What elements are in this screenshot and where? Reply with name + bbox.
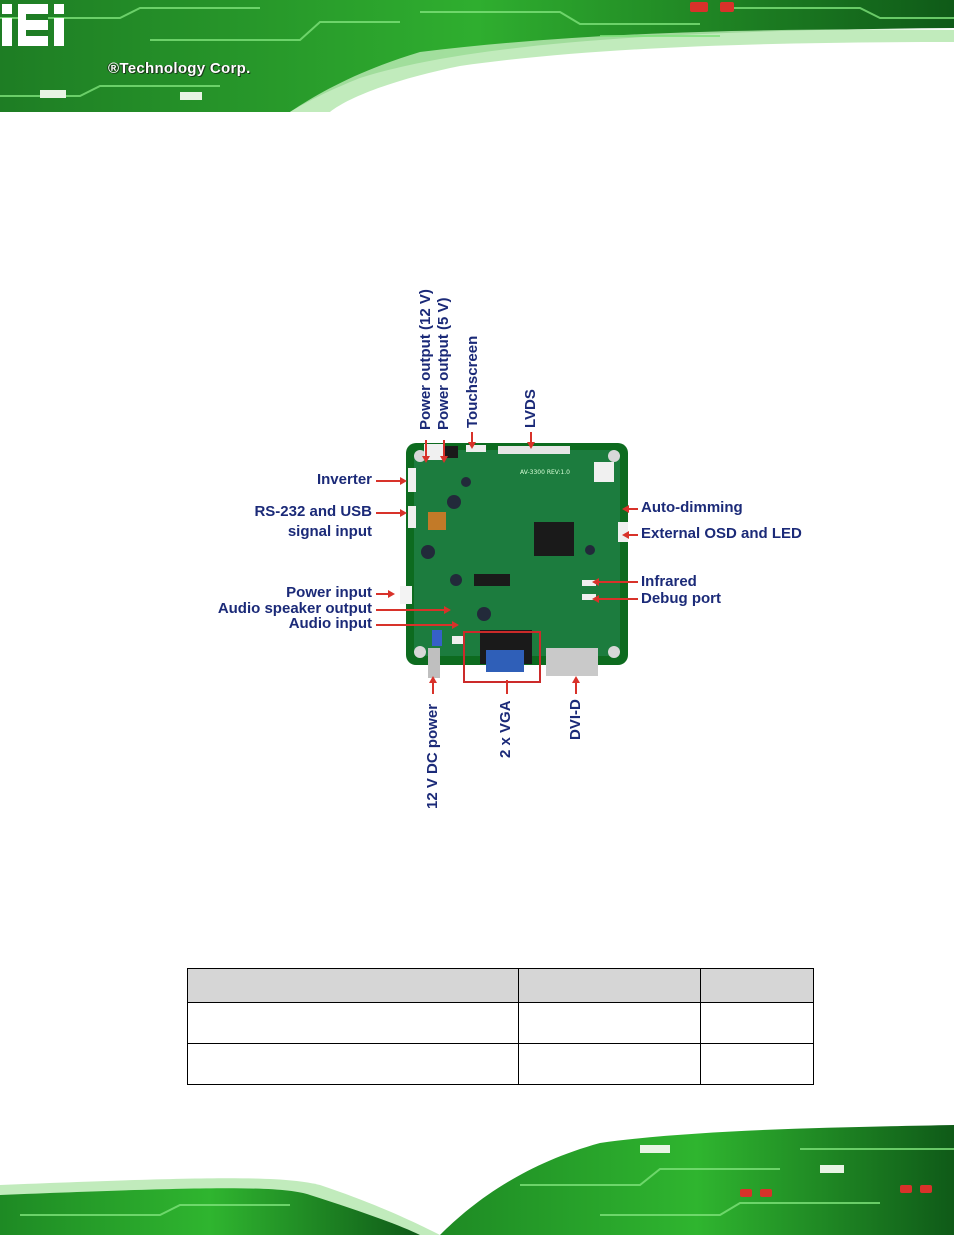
table-row bbox=[186, 1002, 814, 1044]
label-lvds: LVDS bbox=[522, 389, 539, 428]
header-circuit-banner bbox=[0, 0, 954, 112]
label-power-12v: Power output (12 V) bbox=[417, 289, 434, 430]
arrowhead-rs232 bbox=[400, 509, 407, 517]
vga-highlight-box bbox=[463, 631, 541, 683]
label-infrared: Infrared bbox=[641, 573, 697, 590]
brand-name: ®Technology Corp. bbox=[108, 60, 251, 77]
arrowhead-lvds bbox=[527, 442, 535, 449]
arrow-dvi bbox=[575, 682, 577, 694]
label-power-5v: Power output (5 V) bbox=[435, 297, 452, 431]
arrowhead-audio-speaker bbox=[444, 606, 451, 614]
table-cell bbox=[700, 1002, 814, 1044]
table-row bbox=[186, 1043, 814, 1085]
label-touchscreen: Touchscreen bbox=[464, 335, 481, 428]
arrow-power-5v bbox=[443, 440, 445, 458]
table-header-cell bbox=[186, 968, 520, 1003]
label-power-input: Power input bbox=[286, 584, 372, 601]
arrowhead-dvi bbox=[572, 676, 580, 683]
iei-logo-icon bbox=[2, 4, 64, 46]
arrowhead-external-osd bbox=[622, 531, 629, 539]
arrowhead-power-input bbox=[388, 590, 395, 598]
arrowhead-power-5v bbox=[440, 456, 448, 463]
label-debug-port: Debug port bbox=[641, 590, 721, 607]
table-cell bbox=[700, 1043, 814, 1085]
page-footer bbox=[0, 1125, 954, 1235]
label-auto-dimming: Auto-dimming bbox=[641, 499, 743, 516]
arrow-rs232 bbox=[376, 512, 402, 514]
arrow-external-osd bbox=[627, 534, 638, 536]
footer-circuit-banner bbox=[0, 1125, 954, 1235]
label-rs232-line1: RS-232 and USB bbox=[254, 503, 372, 520]
table-cell bbox=[186, 1002, 520, 1044]
arrow-inverter bbox=[376, 480, 402, 482]
table-header-row bbox=[186, 968, 814, 1003]
arrow-power-12v bbox=[425, 440, 427, 458]
arrow-auto-dimming bbox=[627, 508, 638, 510]
arrowhead-audio-input bbox=[452, 621, 459, 629]
arrowhead-touchscreen bbox=[468, 442, 476, 449]
connector-table bbox=[186, 968, 814, 1085]
label-vga: 2 x VGA bbox=[497, 700, 514, 758]
arrow-debug-port bbox=[597, 598, 638, 600]
label-audio-speaker: Audio speaker output bbox=[217, 600, 372, 617]
table-cell bbox=[518, 1002, 702, 1044]
label-dc-power: 12 V DC power bbox=[424, 703, 441, 809]
arrowhead-power-12v bbox=[422, 456, 430, 463]
arrow-infrared bbox=[597, 581, 638, 583]
arrow-audio-speaker bbox=[376, 609, 446, 611]
arrow-audio-input bbox=[376, 624, 454, 626]
board-silkscreen: AV-3300 REV:1.0 bbox=[520, 469, 570, 476]
arrow-touchscreen bbox=[471, 432, 473, 444]
arrowhead-inverter bbox=[400, 477, 407, 485]
arrow-dc-power bbox=[432, 682, 434, 694]
arrowhead-debug-port bbox=[592, 595, 599, 603]
arrowhead-auto-dimming bbox=[622, 505, 629, 513]
table-header-cell bbox=[518, 968, 702, 1003]
page-header: ®Technology Corp. bbox=[0, 0, 954, 112]
table-cell bbox=[186, 1043, 520, 1085]
label-inverter: Inverter bbox=[316, 471, 372, 488]
circuit-board-image: AV-3300 REV:1.0 bbox=[400, 443, 628, 678]
arrowhead-infrared bbox=[592, 578, 599, 586]
arrow-lvds bbox=[530, 432, 532, 444]
arrow-power-input bbox=[376, 593, 390, 595]
table-cell bbox=[518, 1043, 702, 1085]
table-header-cell bbox=[700, 968, 814, 1003]
arrowhead-dc-power bbox=[429, 676, 437, 683]
label-audio-input: Audio input bbox=[288, 615, 372, 632]
label-rs232-line2: signal input bbox=[287, 523, 372, 540]
label-external-osd: External OSD and LED bbox=[641, 525, 802, 542]
label-dvi: DVI-D bbox=[567, 699, 584, 740]
arrow-vga bbox=[506, 680, 508, 694]
board-layout-figure: AV-3300 REV:1.0 Power output (12 V) Powe… bbox=[217, 289, 802, 809]
